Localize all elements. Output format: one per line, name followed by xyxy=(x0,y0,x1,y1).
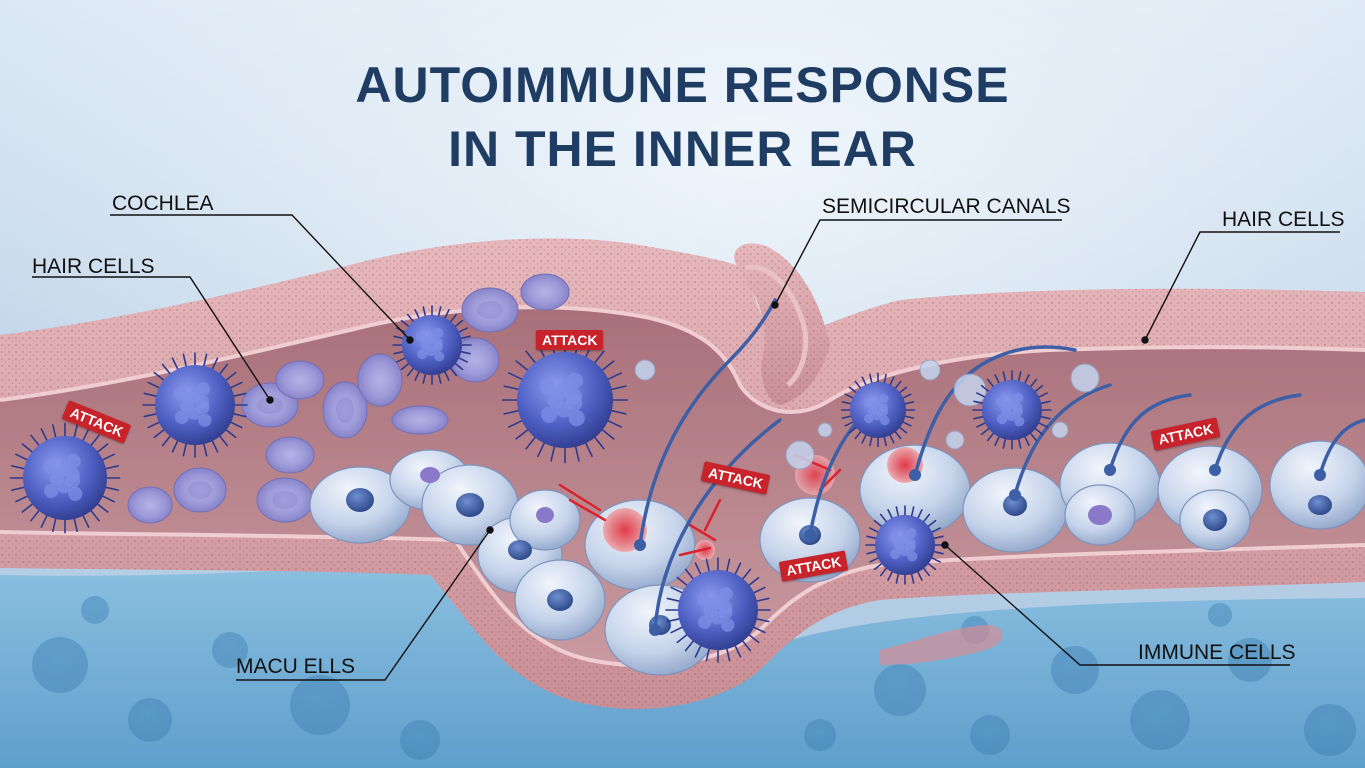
immune-cell xyxy=(865,505,945,585)
label-semicircular-canals: SEMICIRCULAR CANALS xyxy=(822,195,1071,218)
immune-cell xyxy=(972,370,1052,450)
label-immune-cells: IMMUNE CELLS xyxy=(1138,641,1296,664)
immune-cell xyxy=(840,372,916,448)
attack-badge: ATTACK xyxy=(536,330,604,350)
label-hair-cells-left: HAIR CELLS xyxy=(32,255,155,278)
immune-cell xyxy=(665,557,771,663)
immune-cell xyxy=(501,336,629,464)
title-line-1: AUTOIMMUNE RESPONSE xyxy=(355,57,1010,113)
immune-cell xyxy=(392,305,472,385)
immune-cell xyxy=(142,352,248,458)
label-macu-ells: MACU ELLS xyxy=(236,655,356,678)
label-cochlea: COCHLEA xyxy=(112,192,214,215)
immune-cell xyxy=(9,422,121,534)
label-hair-cells-right: HAIR CELLS xyxy=(1222,208,1345,231)
title-line-2: IN THE INNER EAR xyxy=(448,121,917,177)
